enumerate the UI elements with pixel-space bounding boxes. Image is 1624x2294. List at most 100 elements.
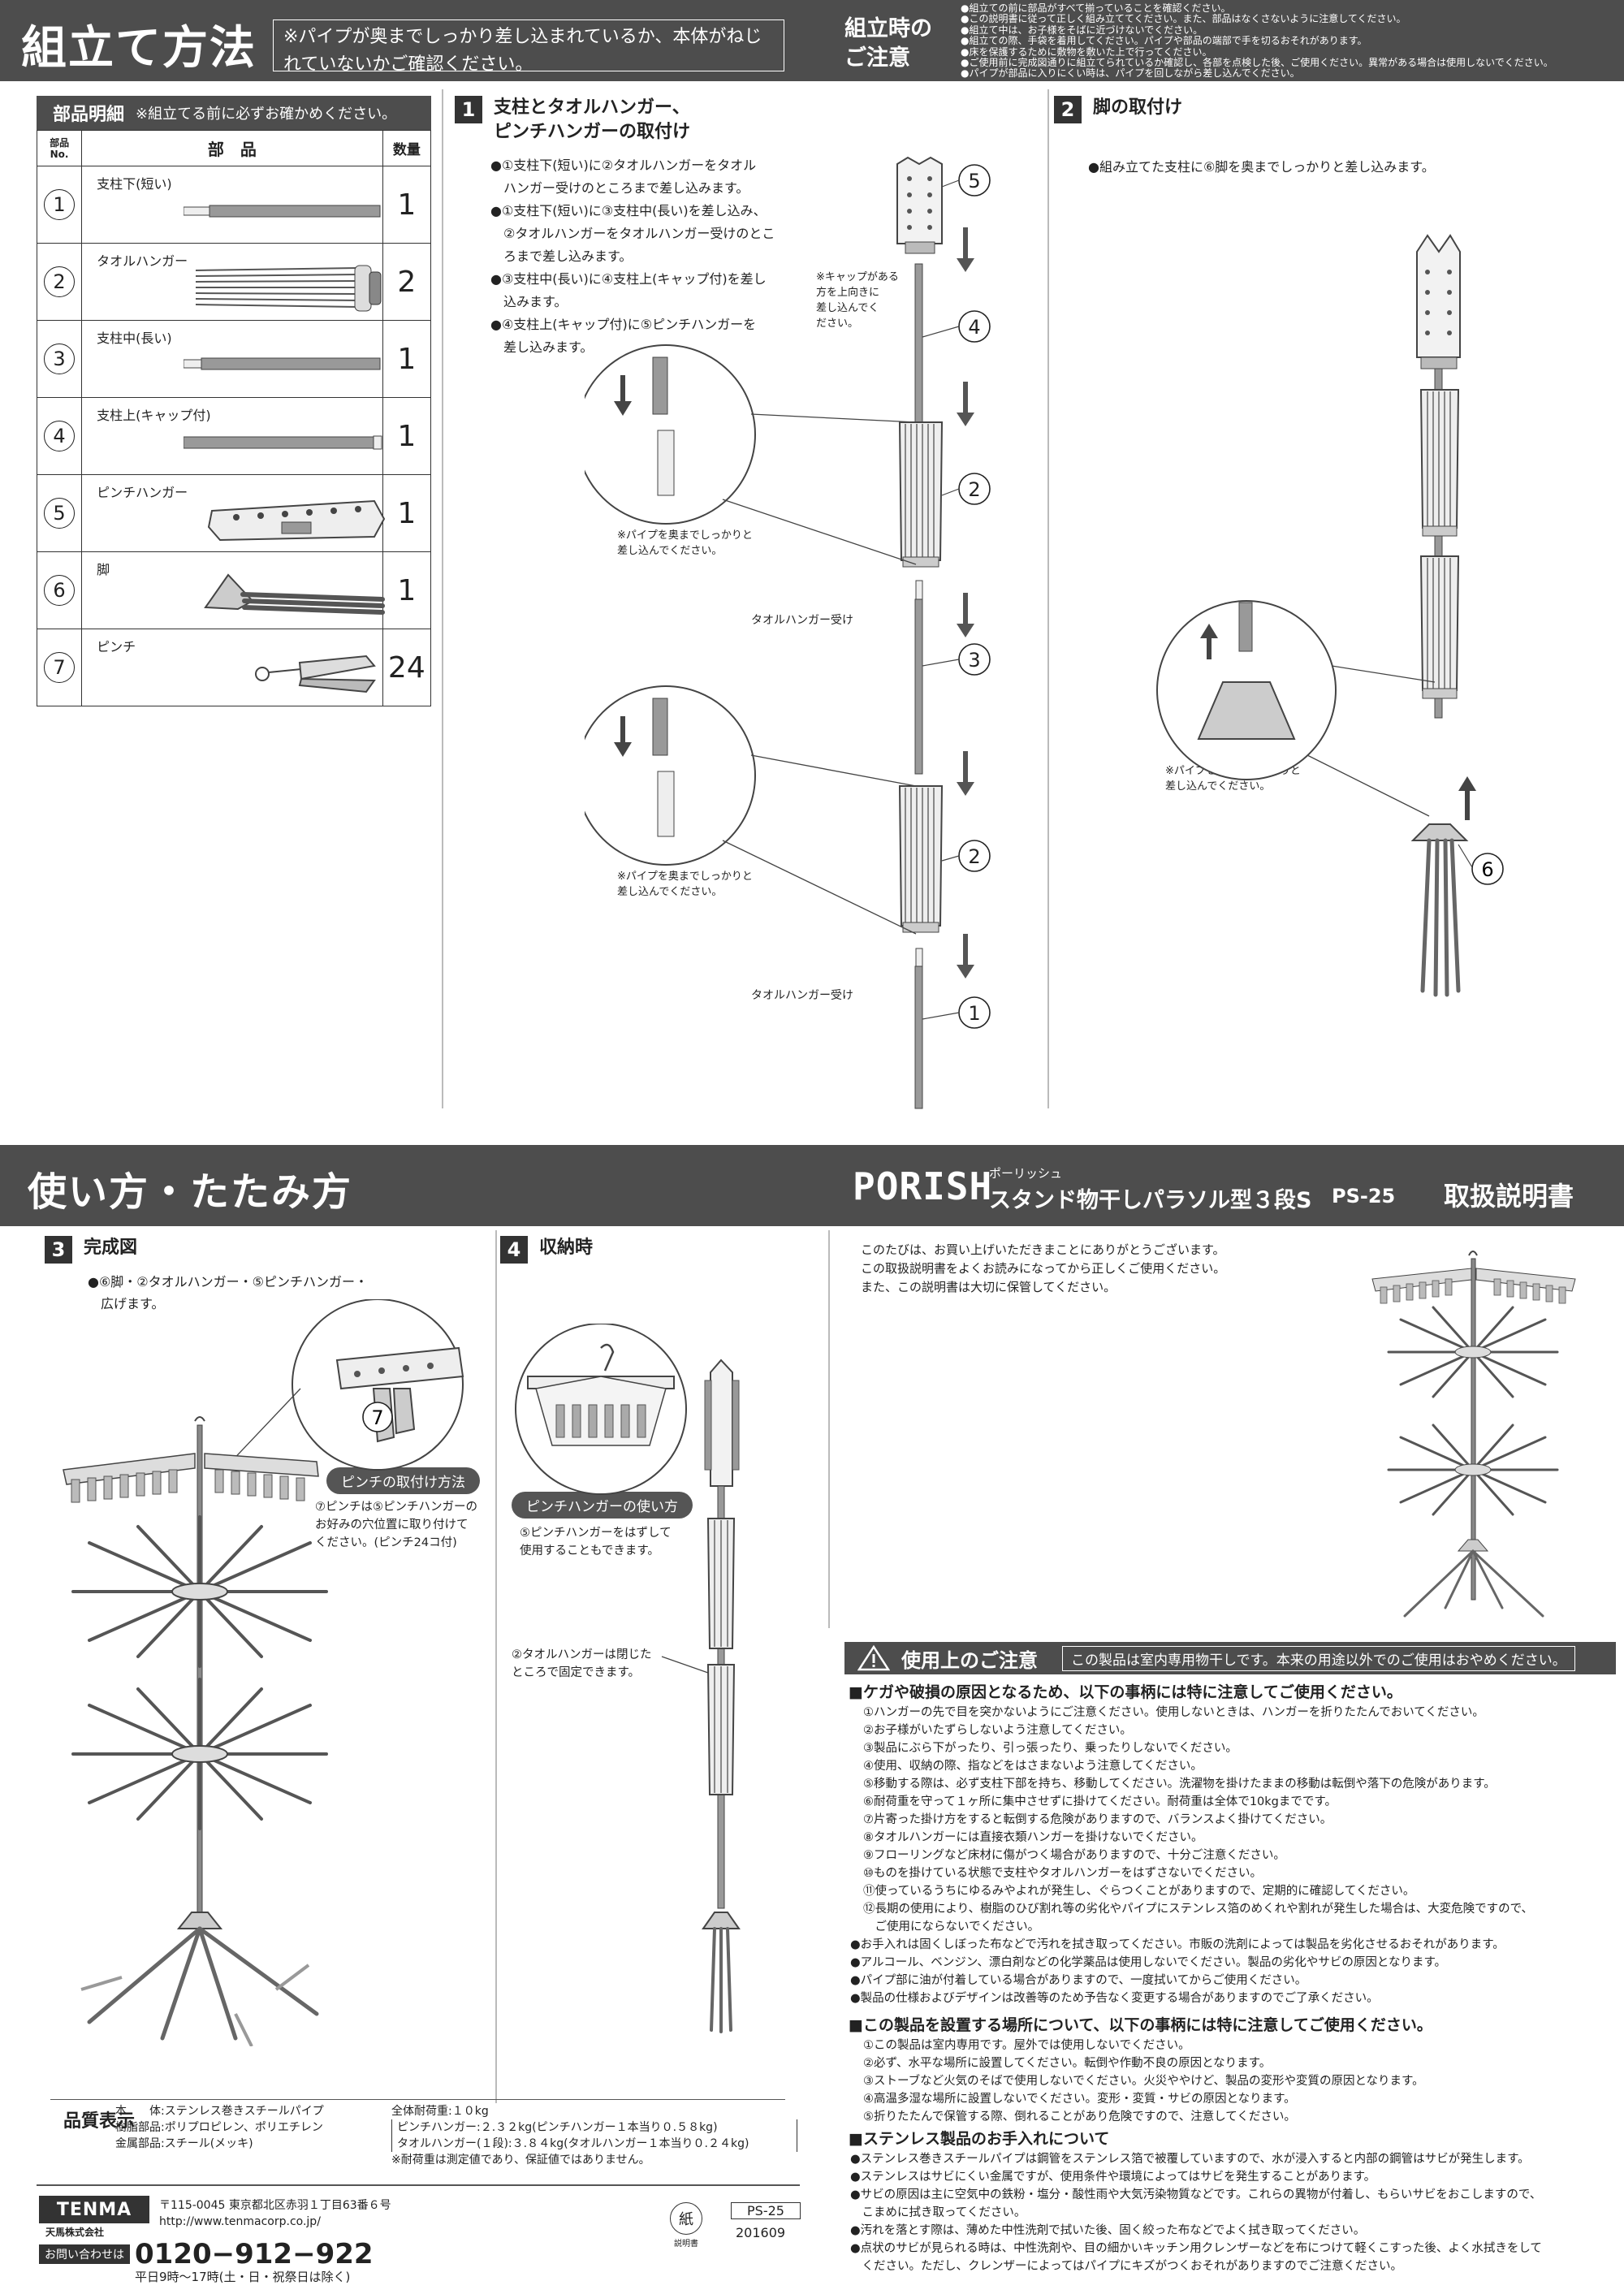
top-header-band: 組立て方法 ※パイプが奥までしっかり差し込まれているか、本体がねじれていないかご… (0, 0, 1624, 81)
part-number: 6 (44, 575, 76, 606)
svg-text:3: 3 (968, 649, 980, 672)
doc-date: 201609 (736, 2225, 786, 2240)
assembly-title: 組立て方法 (21, 22, 257, 75)
part-number: 5 (44, 498, 76, 529)
down-arrow-icon (957, 227, 974, 979)
step3-completed-diagram: 7 (63, 1299, 464, 2046)
part-qty: 1 (382, 397, 432, 475)
part-name: 支柱上(キャップ付) (97, 408, 211, 423)
step-title: 脚の取付け (1093, 97, 1183, 118)
product-illustration (1371, 1251, 1576, 1618)
section-title: ■ステンレス製品のお手入れについて (849, 2130, 1110, 2148)
pin-note: ⑦ピンチは⑤ピンチハンガーの お好みの穴位置に取り付けて ください。(ピンチ24… (315, 1501, 477, 1549)
list-item: ⑪使っているうちにゆるみやよれが発生し、ぐらつくことがありますので、定期的に確認… (863, 1885, 1415, 1898)
list-item: ④高温多湿な場所に設置しないでください。変形・変質・サビの原因となります。 (863, 2093, 1296, 2106)
table-row: 6 脚 1 (36, 551, 432, 629)
caution-item: ●組立て中は、お子様をそばに近づけないでください。 (961, 24, 1203, 36)
list-item: ①この製品は室内専用です。屋外では使用しないでください。 (863, 2039, 1190, 2052)
caution-item: ●この説明書に従って正しく組み立ててください。また、部品はなくさないように注意し… (961, 13, 1406, 25)
list-item: こまめに拭き取ってください。 (850, 2206, 1026, 2219)
caution-section-2: ■この製品を設置する場所について、以下の事柄には特に注意してご使用ください。 ①… (849, 2014, 1620, 2126)
part-name: ピンチハンガー (97, 485, 188, 500)
part-name: ピンチ (97, 639, 136, 655)
step1-instructions: ●①支柱下(短い)に②タオルハンガーをタオル ハンガー受けのところまで差し込みま… (490, 158, 775, 355)
list-item: ●パイプ部に油が付着している場合がありますので、一度拭いてからご使用ください。 (850, 1974, 1307, 1987)
part-number: 7 (44, 652, 76, 683)
brand-name: PORISH (853, 1164, 993, 1208)
svg-text:4: 4 (968, 316, 980, 339)
pipe-note: ※パイプを奥までしっかりと 差し込んでください。 (617, 871, 753, 898)
pin-method-pill: ピンチの取付け方法 (326, 1467, 480, 1494)
list-item: ●アルコール、ベンジン、漂白剤などの化学薬品は使用しないでください。製品の劣化や… (850, 1956, 1447, 1969)
part-name: 支柱下(短い) (97, 176, 172, 192)
col-qty: 数量 (382, 130, 432, 166)
assembly-caution-list: ●組立ての前に部品がすべて揃っていることを確認ください。 ●この説明書に従って正… (961, 2, 1610, 80)
part-qty: 24 (382, 629, 432, 706)
svg-text:5: 5 (968, 170, 980, 192)
step2-instruction: ●組み立てた支柱に⑥脚を奥までしっかりと差し込みます。 (1088, 159, 1435, 175)
list-item: ●ステンレス巻きスチールパイプは鋼管をステンレス箔で被覆していますので、水が浸入… (850, 2153, 1530, 2166)
short-pole-icon (184, 205, 381, 218)
parts-header: 部品明細 ※組立てる前に必ずお確かめください。 (37, 96, 431, 130)
list-item: ⑤移動する際は、必ず支柱下部を持ち、移動してください。洗濯物を掛けたままの移動は… (863, 1778, 1496, 1791)
zoom-detail: 7 (227, 1299, 464, 1471)
zoom-detail (585, 344, 917, 565)
step-number: 3 (45, 1236, 72, 1264)
table-row: 2 タオルハンガー 2 (36, 243, 432, 321)
caution-banner: この製品は室内専用物干しです。本来の用途以外でのご使用はおやめください。 (1062, 1645, 1575, 1671)
caution-item: ●床を保護するために敷物を敷いた上で行ってください。 (961, 45, 1212, 58)
part-qty: 1 (382, 320, 432, 398)
assembly-note: ※パイプが奥までしっかり差し込まれているか、本体がねじれていないかご確認ください… (273, 19, 784, 75)
quality-lines: 本 体:ステンレス巻きスチールパイプ樹脂部品:ポリプロピレン、ポリエチレン金属部… (115, 2105, 324, 2150)
section-title: ■ケガや破損の原因となるため、以下の事柄には特に注意してご使用ください。 (849, 1683, 1402, 1701)
list-item: ③ストーブなど火気のそばで使用しないでください。火災ややけど、製品の変形や変質の… (863, 2075, 1424, 2088)
company-logo: TENMA (39, 2196, 149, 2223)
table-row: 1 支柱下(短い) 1 (36, 166, 432, 244)
capped-pole-icon (184, 435, 382, 450)
caution-section-3: ■ステンレス製品のお手入れについて ●ステンレス巻きスチールパイプは鋼管をステン… (849, 2128, 1620, 2275)
towel-receiver-label: タオルハンガー受け (751, 614, 853, 627)
list-item: ⑦片寄った掛け方をすると転倒する危険がありますので、バランスよく掛けてください。 (863, 1813, 1332, 1826)
list-item: ください。ただし、クレンザーによってはパイプにキズがつくおそれがありますのでご注… (850, 2260, 1403, 2273)
hanger-note: ⑤ピンチハンガーをはずして 使用することもできます。 (520, 1527, 672, 1557)
caution-item: ●ご使用前に完成図通りに組立てられているか確認し、各部を点検した後、ご使用くださ… (961, 57, 1553, 69)
svg-text:1: 1 (968, 1002, 980, 1025)
part-number: 4 (44, 421, 76, 451)
svg-text:2: 2 (968, 478, 980, 501)
divider (828, 1230, 830, 1628)
step-title: 完成図 (84, 1238, 138, 1258)
caution-title: 使用上のご注意 (901, 1648, 1038, 1672)
step4-storage-diagram (515, 1324, 741, 2033)
recycle-mark: 紙 説明書 (667, 2202, 705, 2249)
part-number: 1 (44, 189, 76, 220)
towel-hanger-icon (196, 265, 382, 312)
part-qty: 1 (382, 551, 432, 629)
list-item: ●サビの原因は主に空気中の鉄粉・塩分・酸性雨や大気汚染物質などです。これらの異物… (850, 2188, 1542, 2201)
model-number: PS-25 (1332, 1185, 1396, 1207)
pipe-note: ※パイプを奥までしっかりと 差し込んでください。 (617, 529, 753, 557)
pinch-hanger-part (896, 156, 943, 254)
step-number: 1 (455, 96, 482, 123)
caution-header: 使用上のご注意 この製品は室内専用物干しです。本来の用途以外でのご使用はおやめく… (844, 1642, 1616, 1674)
list-item: ⑩ものを掛けている状態で支柱やタオルハンガーをはずさないでください。 (863, 1867, 1263, 1880)
load-info: 全体耐荷重:１０kg ピンチハンガー:２.３２kg(ピンチハンガー１本当り０.５… (391, 2103, 797, 2168)
table-row: 4 支柱上(キャップ付) 1 (36, 397, 432, 475)
doc-code: PS-25 (731, 2202, 801, 2219)
towel-receiver-label: タオルハンガー受け (751, 989, 853, 1002)
part-qty: 1 (382, 166, 432, 244)
warning-icon (857, 1644, 890, 1671)
list-item: ●製品の仕様およびデザインは改善等のため予告なく変更する場合がありますのでご了承… (850, 1992, 1379, 2005)
step-title: 収納時 (539, 1238, 594, 1258)
divider (442, 89, 443, 1108)
step-number: 4 (500, 1236, 528, 1264)
intro-text: このたびは、お買い上げいただきまことにありがとうございます。この取扱説明書をよく… (861, 1242, 1226, 1294)
step2-header: 2 脚の取付け (1054, 96, 1182, 123)
list-item: ②必ず、水平な場所に設置してください。転倒や作動不良の原因となります。 (863, 2057, 1272, 2070)
product-name: スタンド物干しパラソル型３段S (989, 1188, 1312, 1213)
inquiry-label: お問い合わせは (39, 2244, 130, 2264)
clothespin-icon (255, 655, 377, 693)
zoom-detail (1156, 600, 1436, 817)
